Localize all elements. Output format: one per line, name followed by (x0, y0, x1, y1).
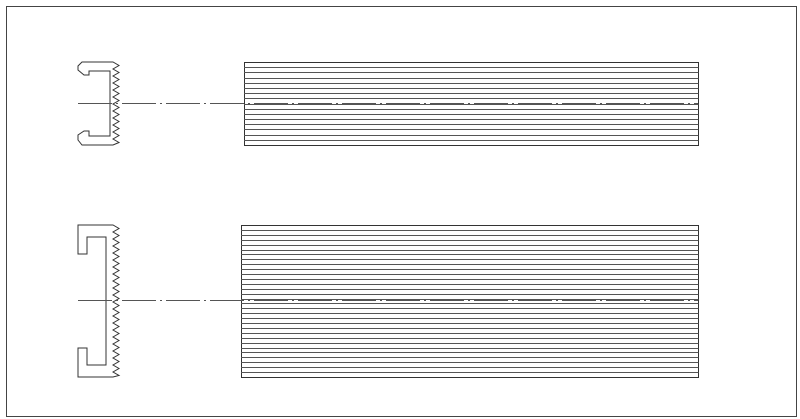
upper-side-view-hatch (244, 62, 699, 146)
lower-side-view-hatch (241, 225, 699, 378)
lower-view (77, 224, 699, 378)
drawing-frame (6, 6, 797, 417)
upper-view (77, 61, 699, 146)
lower-channel-profile (77, 224, 121, 378)
side-view-outline (241, 225, 699, 378)
